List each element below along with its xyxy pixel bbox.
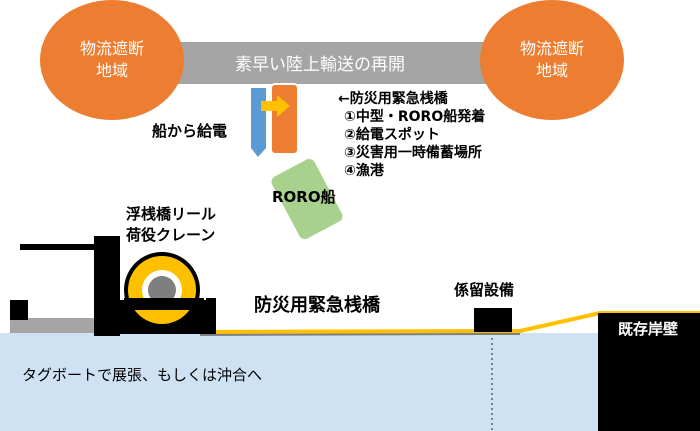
roro-ship — [271, 158, 343, 240]
right-region-label: 物流遮断 地域 — [500, 38, 604, 82]
pier-info-item-4: ④漁港 — [344, 163, 384, 179]
pier-info-item-3: ③災害用一時備蓄場所 — [344, 145, 482, 161]
power-label: 船から給電 — [152, 122, 228, 140]
pier-info-item-2: ②給電スポット — [344, 127, 440, 143]
tug-note: タグボートで展張、もしくは沖合へ — [22, 366, 263, 384]
right-region-ellipse — [480, 0, 624, 120]
crane-arm — [20, 244, 118, 250]
quay-label: 既存岸壁 — [618, 320, 679, 338]
right-region-line2: 地域 — [535, 61, 568, 80]
mooring-label: 係留設備 — [454, 281, 515, 299]
existing-quay — [598, 313, 700, 431]
arrow-icon — [261, 95, 290, 117]
left-region-label: 物流遮断 地域 — [60, 38, 164, 82]
pier-info-title: ←防災用緊急桟橋 — [338, 91, 448, 107]
mooring-block — [474, 308, 512, 332]
road-label: 素早い陸上輸送の再開 — [235, 55, 405, 75]
left-region-line2: 地域 — [95, 61, 128, 80]
floating-pier-shadow — [199, 333, 520, 336]
sea — [0, 333, 620, 431]
left-region-ellipse — [40, 0, 184, 120]
crane-mast — [206, 298, 216, 318]
power-cable — [251, 88, 266, 157]
reel-stand — [124, 298, 204, 310]
left-post — [10, 300, 28, 320]
right-region-line1: 物流遮断 — [519, 39, 584, 58]
crane-label: 浮桟橋リール 荷役クレーン — [126, 204, 216, 246]
pier-label: 防災用緊急桟橋 — [254, 295, 380, 316]
pier-info-item-1: ①中型・RORO船発着 — [344, 109, 486, 125]
reel-hub — [148, 276, 176, 304]
crane-label-line2: 荷役クレーン — [126, 226, 216, 244]
crane-label-line1: 浮桟橋リール — [126, 205, 217, 223]
left-region-line1: 物流遮断 — [79, 39, 144, 58]
roro-label: RORO船 — [272, 188, 336, 206]
pier-info-list: ←防災用緊急桟橋 ①中型・RORO船発着 ②給電スポット ③災害用一時備蓄場所 … — [338, 90, 485, 180]
pier-sketch — [270, 83, 299, 155]
